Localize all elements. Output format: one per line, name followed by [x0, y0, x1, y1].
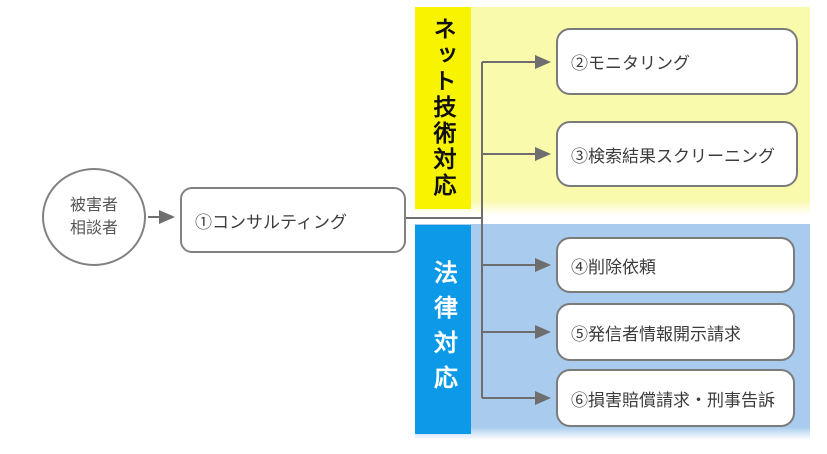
victim-label-line2: 相談者: [69, 220, 118, 237]
legal-section-label: 法律対応: [429, 259, 457, 400]
consulting-box: ①コンサルティング: [180, 187, 406, 253]
damages-lawsuit-box: ⑥損害賠償請求・刑事告訴: [556, 369, 795, 427]
monitoring-label: ②モニタリング: [571, 54, 690, 73]
net-section-label: ネット技術対応: [430, 17, 456, 199]
net-section-bar: ネット技術対応: [415, 7, 471, 209]
victim-ellipse: 被害者 相談者: [42, 168, 146, 266]
consulting-label: ①コンサルティング: [195, 212, 347, 232]
search-screening-box: ③検索結果スクリーニング: [556, 121, 798, 187]
disclosure-request-label: ⑤発信者情報開示請求: [571, 324, 741, 344]
damages-lawsuit-label: ⑥損害賠償請求・刑事告訴: [571, 390, 775, 410]
disclosure-request-box: ⑤発信者情報開示請求: [556, 303, 795, 361]
legal-section-bar: 法律対応: [415, 225, 471, 434]
monitoring-box: ②モニタリング: [556, 28, 798, 95]
deletion-request-box: ④削除依頼: [556, 237, 795, 293]
search-screening-label: ③検索結果スクリーニング: [571, 146, 775, 166]
victim-label-line1: 被害者: [69, 196, 118, 214]
deletion-request-label: ④削除依頼: [571, 257, 656, 277]
